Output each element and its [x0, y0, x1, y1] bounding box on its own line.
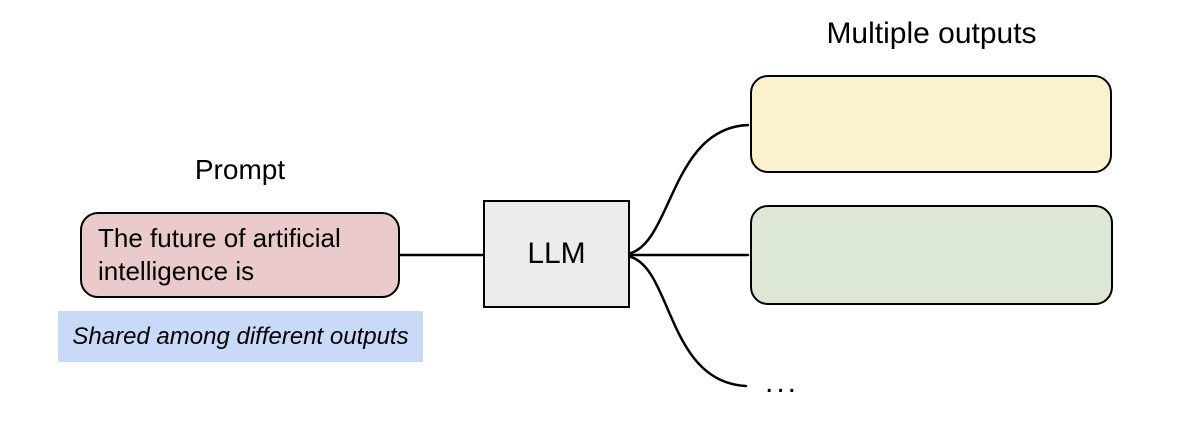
prompt-box: The future of artificial intelligence is	[80, 212, 400, 298]
output-box-middle	[750, 205, 1113, 305]
more-outputs-ellipsis: ...	[765, 366, 800, 399]
shared-note: Shared among different outputs	[58, 311, 423, 362]
edge-llm-to-output-top	[629, 123, 750, 255]
edge-llm-to-more-outputs	[629, 255, 748, 388]
multiple-outputs-label: Multiple outputs	[826, 17, 1037, 50]
prompt-box-text: The future of artificial intelligence is	[98, 223, 341, 286]
prompt-label: Prompt	[194, 154, 286, 185]
output-box-top	[750, 75, 1112, 173]
llm-box: LLM	[483, 200, 630, 308]
